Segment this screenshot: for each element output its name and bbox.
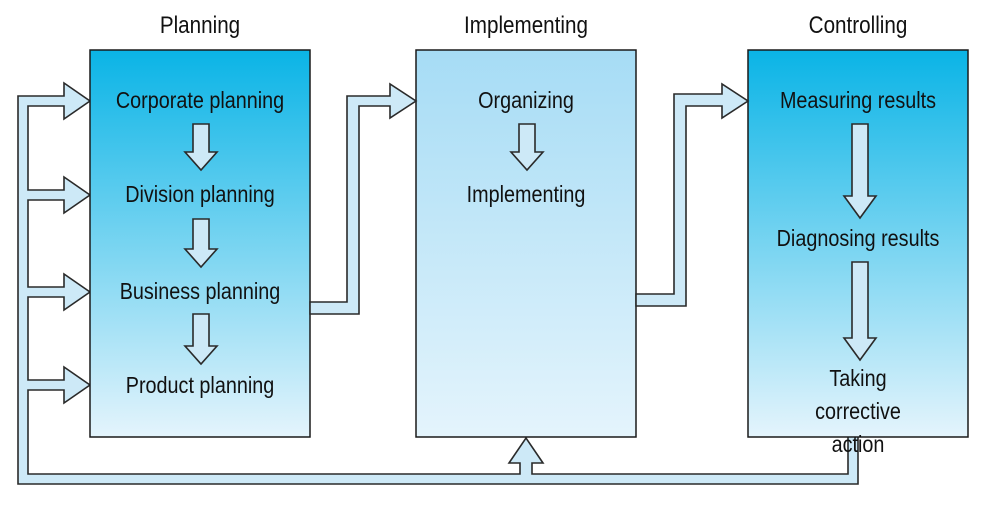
feedback-loop-arrow: [17, 81, 859, 485]
connector-planning-to-implementing: [309, 82, 418, 315]
down-arrow-organizing-to-implementing: [509, 123, 545, 172]
down-arrow-measuring-to-diagnosing: [842, 123, 878, 220]
implementing-header: Implementing: [464, 12, 588, 39]
controlling-box: [747, 49, 969, 438]
step-division-planning: Division planning: [125, 181, 275, 207]
controlling-header: Controlling: [808, 12, 908, 39]
connector-implementing-to-controlling: [635, 82, 750, 307]
step-corporate-planning: Corporate planning: [115, 87, 285, 113]
step-business-planning: Business planning: [119, 278, 281, 304]
step-product-planning: Product planning: [125, 372, 275, 398]
planning-header: Planning: [159, 12, 241, 39]
down-arrow-corporate-to-division: [183, 123, 219, 172]
step-diagnosing-results: Diagnosing results: [776, 225, 940, 251]
down-arrow-diagnosing-to-taking: [842, 261, 878, 362]
down-arrow-business-to-product: [183, 313, 219, 366]
implementing-box: [415, 49, 637, 438]
down-arrow-division-to-business: [183, 218, 219, 269]
step-measuring-results: Measuring results: [779, 87, 937, 113]
step-implementing: Implementing: [466, 181, 586, 207]
step-organizing: Organizing: [478, 87, 574, 113]
step-taking-corrective-action: Taking corrective action: [815, 365, 901, 457]
